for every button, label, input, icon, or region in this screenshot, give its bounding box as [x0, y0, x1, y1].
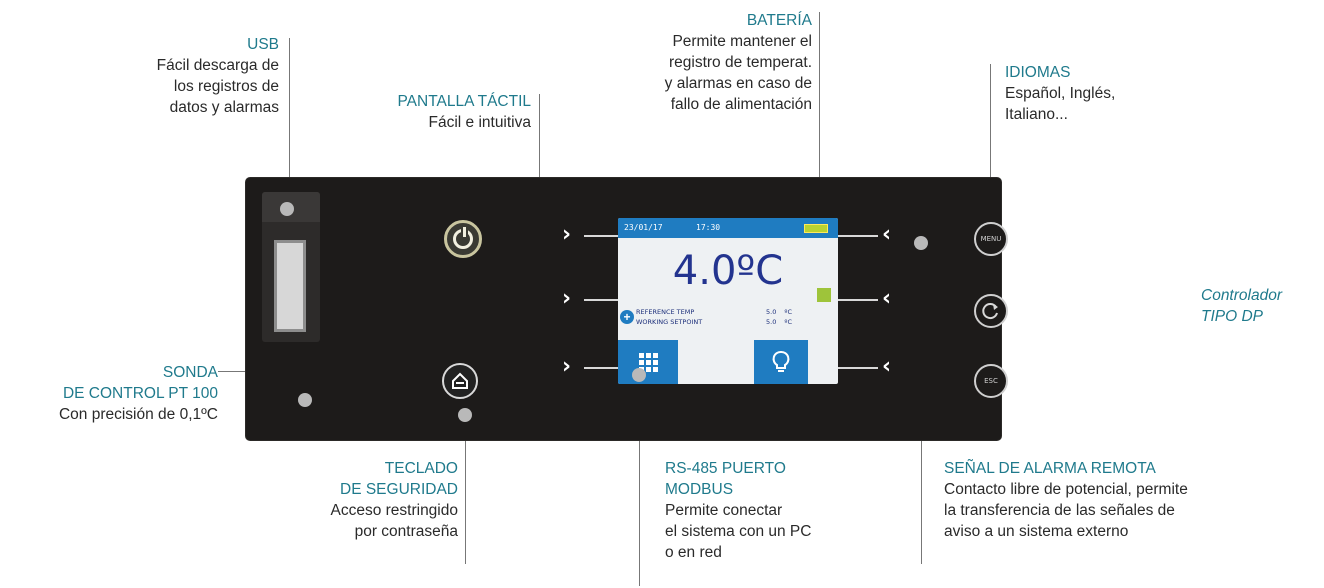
chevron-left-icon: ‹	[882, 354, 892, 379]
working-setpoint-value: 5.0 ºC	[766, 318, 792, 326]
keypad-dot	[458, 408, 472, 422]
alarma-label: SEÑAL DE ALARMA REMOTA Contacto libre de…	[944, 458, 1188, 542]
left-pointer-line	[584, 367, 620, 369]
bateria-title: BATERÍA	[746, 12, 812, 29]
left-pointer-line	[584, 299, 620, 301]
teclado-title-1: TECLADO	[384, 460, 458, 477]
usb-leader-line	[289, 38, 291, 206]
bateria-leader-line	[819, 12, 821, 220]
pantalla-title: PANTALLA TÁCTIL	[397, 93, 531, 110]
keypad-screen-button[interactable]	[618, 340, 678, 384]
teclado-label: TECLADO DE SEGURIDAD Acceso restringido …	[330, 458, 458, 542]
chevron-right-icon: ›	[562, 354, 572, 379]
alarma-desc-1: Contacto libre de potencial, permite	[944, 481, 1188, 498]
pantalla-desc: Fácil e intuitiva	[428, 114, 531, 131]
rs485-title-2: MODBUS	[665, 481, 734, 498]
left-pointer-line	[584, 235, 620, 237]
rs485-title-1: RS-485 PUERTO	[665, 460, 786, 477]
chevron-left-icon: ‹	[882, 222, 892, 247]
status-indicator	[817, 288, 831, 302]
usb-desc-3: datos y alarmas	[169, 99, 279, 116]
chevron-left-icon: ‹	[882, 286, 892, 311]
reference-temp-label: REFERENCE TEMP	[636, 308, 695, 316]
temperature-readout: 4.0ºC	[672, 248, 784, 294]
probe-dot	[298, 393, 312, 407]
right-pointer-line	[838, 299, 878, 301]
idiomas-desc-1: Español, Inglés,	[1005, 85, 1116, 102]
plus-icon[interactable]: +	[620, 310, 634, 324]
chevron-right-icon: ›	[562, 286, 572, 311]
controlador-line-1: Controlador	[1201, 287, 1282, 304]
teclado-desc-1: Acceso restringido	[330, 502, 458, 519]
idiomas-desc-2: Italiano...	[1005, 106, 1068, 123]
controlador-label: Controlador TIPO DP	[1201, 285, 1282, 327]
teclado-desc-2: por contraseña	[354, 523, 458, 540]
sonda-label: SONDA DE CONTROL PT 100 Con precisión de…	[59, 362, 218, 425]
bateria-desc-3: y alarmas en caso de	[664, 75, 812, 92]
bateria-label: BATERÍA Permite mantener el registro de …	[665, 10, 812, 115]
usb-desc-1: Fácil descarga de	[156, 57, 279, 74]
esc-button[interactable]: ESC	[974, 364, 1008, 398]
menu-button[interactable]: MENU	[974, 222, 1008, 256]
screen-status-bar: 23/01/17 17:30	[618, 218, 838, 238]
right-pointer-line	[838, 235, 878, 237]
alarm-contact-dot	[914, 236, 928, 250]
idiomas-label: IDIOMAS Español, Inglés, Italiano...	[1005, 62, 1115, 125]
chevron-right-icon: ›	[562, 222, 572, 247]
power-button[interactable]	[444, 220, 482, 258]
alarma-desc-3: aviso a un sistema externo	[944, 523, 1129, 540]
controlador-line-2: TIPO DP	[1201, 308, 1264, 325]
rs485-desc-1: Permite conectar	[665, 502, 783, 519]
working-setpoint-label: WORKING SETPOINT	[636, 318, 703, 326]
light-screen-button[interactable]	[754, 340, 808, 384]
power-icon	[453, 227, 473, 249]
rs485-desc-2: el sistema con un PC	[665, 523, 812, 540]
right-pointer-line	[838, 367, 878, 369]
touch-screen[interactable]: 23/01/17 17:30 4.0ºC + REFERENCE TEMP 5.…	[618, 218, 838, 384]
sonda-title-2: DE CONTROL PT 100	[62, 385, 218, 402]
teclado-leader-line	[465, 414, 467, 564]
working-setpoint-unit: ºC	[784, 318, 793, 326]
bateria-desc-2: registro de temperat.	[668, 54, 812, 71]
usb-title: USB	[247, 36, 279, 53]
screen-time: 17:30	[696, 223, 721, 232]
rs485-leader-line	[639, 374, 641, 586]
esc-button-label: ESC	[984, 377, 998, 385]
battery-icon	[804, 224, 828, 233]
working-setpoint-number: 5.0	[766, 318, 777, 326]
idiomas-title: IDIOMAS	[1005, 64, 1071, 81]
rs485-desc-3: o en red	[665, 544, 722, 561]
screen-date: 23/01/17	[624, 223, 663, 232]
refresh-button[interactable]	[974, 294, 1008, 328]
bateria-desc-4: fallo de alimentación	[670, 96, 812, 113]
rs485-label: RS-485 PUERTO MODBUS Permite conectar el…	[665, 458, 811, 563]
menu-button-label: MENU	[980, 235, 1002, 243]
refresh-icon	[982, 303, 998, 320]
usb-desc-2: los registros de	[173, 78, 279, 95]
home-button[interactable]	[442, 363, 478, 399]
sonda-desc: Con precisión de 0,1ºC	[58, 406, 218, 423]
lightbulb-icon	[772, 351, 790, 372]
alarma-desc-2: la transferencia de las señales de	[944, 502, 1175, 519]
alarma-title: SEÑAL DE ALARMA REMOTA	[944, 460, 1156, 477]
idiomas-leader-line	[990, 64, 992, 218]
screen-rs485-dot	[632, 368, 646, 382]
pantalla-leader-line	[539, 94, 541, 256]
usb-port[interactable]	[274, 240, 306, 332]
usb-marker-dot	[280, 202, 294, 216]
home-icon	[452, 372, 468, 389]
bateria-desc-1: Permite mantener el	[672, 33, 812, 50]
reference-temp-unit: ºC	[784, 308, 793, 316]
pantalla-label: PANTALLA TÁCTIL Fácil e intuitiva	[397, 91, 531, 133]
reference-temp-value: 5.0 ºC	[766, 308, 792, 316]
teclado-title-2: DE SEGURIDAD	[340, 481, 458, 498]
usb-label: USB Fácil descarga de los registros de d…	[157, 34, 279, 118]
sonda-title-1: SONDA	[162, 364, 218, 381]
reference-temp-number: 5.0	[766, 308, 777, 316]
